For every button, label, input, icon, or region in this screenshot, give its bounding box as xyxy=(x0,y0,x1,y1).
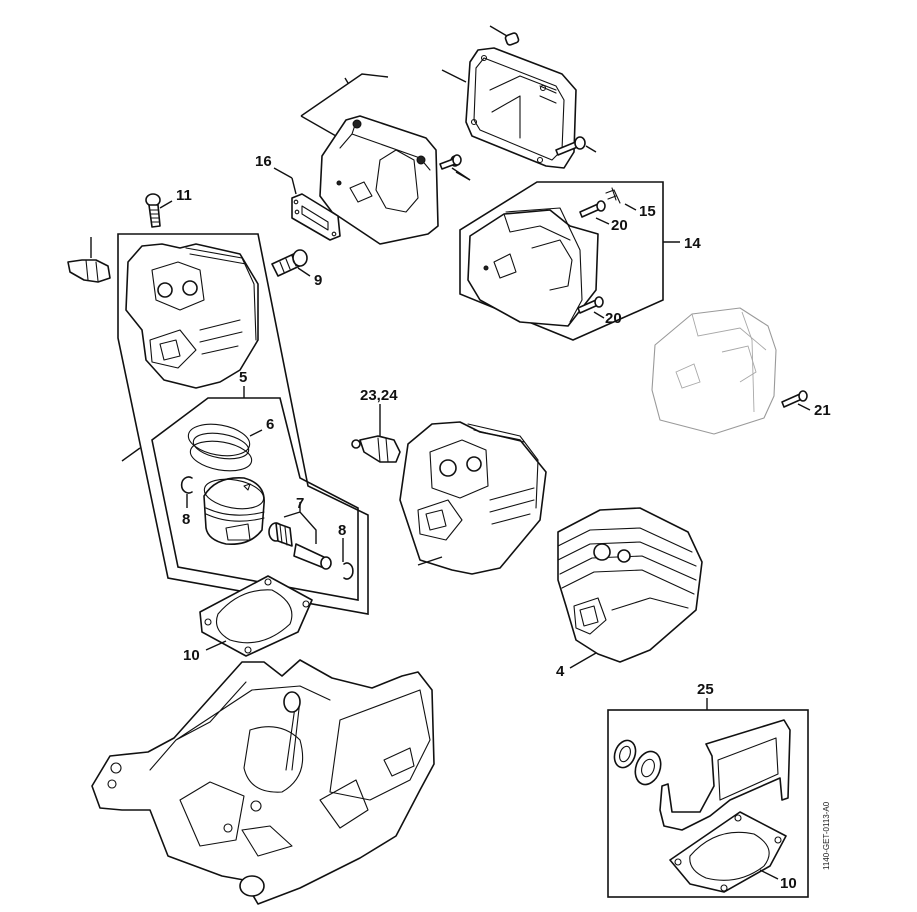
callout-8-left: 8 xyxy=(182,511,190,528)
screw-11[interactable] xyxy=(145,193,161,228)
callout-6: 6 xyxy=(266,416,274,433)
callout-16: 16 xyxy=(255,153,272,170)
snap-ring-8-left[interactable] xyxy=(180,476,193,494)
callout-21: 21 xyxy=(814,402,831,419)
screw-21[interactable] xyxy=(781,390,808,408)
cylinder-upper[interactable] xyxy=(125,243,259,389)
spark-plug-23-24[interactable] xyxy=(351,435,401,463)
crankcase[interactable] xyxy=(91,659,435,905)
cylinder-gasket-10[interactable] xyxy=(199,575,313,657)
piston-pin[interactable] xyxy=(293,543,332,570)
callout-10-set: 10 xyxy=(780,875,797,892)
gasket-set-frame xyxy=(607,709,809,898)
screw-muffler-right[interactable] xyxy=(555,136,586,156)
callout-9: 9 xyxy=(314,272,322,289)
cylinder-4[interactable] xyxy=(557,507,703,663)
screw-20-lower[interactable] xyxy=(577,296,604,314)
callout-14: 14 xyxy=(684,235,701,252)
cylinder-set-frame xyxy=(117,233,369,615)
screw-top-small[interactable] xyxy=(504,32,520,46)
piston-set-frame xyxy=(151,397,359,601)
cylinder-center[interactable] xyxy=(399,421,547,575)
callout-8-right: 8 xyxy=(338,522,346,539)
muffler-gasket[interactable] xyxy=(291,193,341,241)
muffler-alt-ghost[interactable] xyxy=(651,307,777,435)
callout-20-upper: 20 xyxy=(611,217,628,234)
decompression-valve-9[interactable] xyxy=(271,249,308,277)
document-code: 1140-GET-0113-A0 xyxy=(822,801,831,870)
screw-muffler-center[interactable] xyxy=(439,154,462,170)
spring-clip-15[interactable] xyxy=(605,187,621,204)
cylinder-gasket-10-set[interactable] xyxy=(669,811,787,893)
callout-10-left: 10 xyxy=(183,647,200,664)
callout-5: 5 xyxy=(239,369,247,386)
callout-4: 4 xyxy=(556,663,565,680)
piston-rings-6[interactable] xyxy=(186,420,254,475)
muffler-set-frame xyxy=(459,181,664,341)
spark-plug-left[interactable] xyxy=(67,237,111,283)
muffler-shell-top[interactable] xyxy=(465,47,577,169)
needle-cage[interactable] xyxy=(268,522,293,547)
muffler-body[interactable] xyxy=(319,115,439,245)
piston[interactable] xyxy=(202,475,266,546)
callout-11: 11 xyxy=(176,187,192,204)
gasket-set-25[interactable] xyxy=(611,719,791,831)
screw-20-upper[interactable] xyxy=(579,200,606,218)
snap-ring-8-right[interactable] xyxy=(343,562,354,580)
callout-15: 15 xyxy=(639,203,656,220)
callout-7: 7 xyxy=(296,495,304,512)
callout-25: 25 xyxy=(697,681,714,698)
callout-23-24: 23,24 xyxy=(360,387,398,404)
callout-20-lower: 20 xyxy=(605,310,622,327)
